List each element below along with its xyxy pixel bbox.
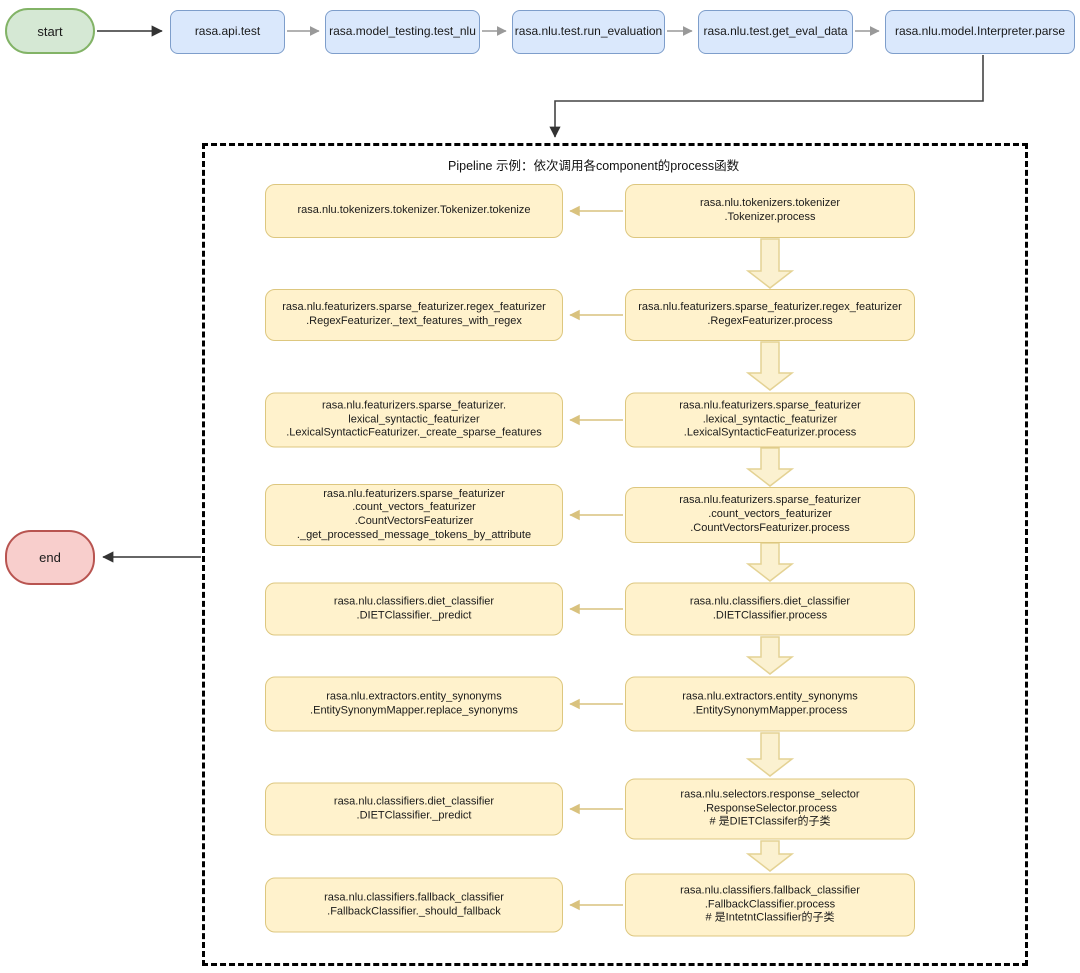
- pipeline-process-node-row3: rasa.nlu.featurizers.sparse_featurizer .…: [625, 392, 915, 448]
- node-rasa-model-testing-test-nlu: rasa.model_testing.test_nlu: [325, 10, 480, 54]
- start-node: start: [5, 8, 95, 54]
- pipeline-impl-node-row2: rasa.nlu.featurizers.sparse_featurizer.r…: [265, 289, 563, 341]
- pipeline-impl-node-row6: rasa.nlu.extractors.entity_synonyms .Ent…: [265, 676, 563, 732]
- end-node: end: [5, 530, 95, 585]
- pipeline-container: Pipeline 示例：依次调用各component的process函数: [202, 143, 1028, 966]
- node-rasa-nlu-test-get-eval-data: rasa.nlu.test.get_eval_data: [698, 10, 853, 54]
- pipeline-impl-node-row4: rasa.nlu.featurizers.sparse_featurizer .…: [265, 484, 563, 546]
- pipeline-title: Pipeline 示例：依次调用各component的process函数: [448, 159, 740, 173]
- pipeline-impl-node-row1: rasa.nlu.tokenizers.tokenizer.Tokenizer.…: [265, 184, 563, 238]
- pipeline-impl-node-row5: rasa.nlu.classifiers.diet_classifier .DI…: [265, 582, 563, 636]
- node-rasa-nlu-test-run-evaluation: rasa.nlu.test.run_evaluation: [512, 10, 665, 54]
- node-rasa-nlu-model-interpreter-parse: rasa.nlu.model.Interpreter.parse: [885, 10, 1075, 54]
- pipeline-process-node-row4: rasa.nlu.featurizers.sparse_featurizer .…: [625, 487, 915, 543]
- node-rasa-api-test: rasa.api.test: [170, 10, 285, 54]
- pipeline-process-node-row5: rasa.nlu.classifiers.diet_classifier .DI…: [625, 582, 915, 636]
- pipeline-impl-node-row8: rasa.nlu.classifiers.fallback_classifier…: [265, 877, 563, 933]
- arrow-interpreter-to-pipeline: [549, 55, 984, 138]
- pipeline-process-node-row8: rasa.nlu.classifiers.fallback_classifier…: [625, 873, 915, 937]
- pipeline-process-node-row1: rasa.nlu.tokenizers.tokenizer .Tokenizer…: [625, 184, 915, 238]
- pipeline-process-node-row2: rasa.nlu.featurizers.sparse_featurizer.r…: [625, 289, 915, 341]
- pipeline-impl-node-row3: rasa.nlu.featurizers.sparse_featurizer. …: [265, 392, 563, 448]
- pipeline-process-node-row6: rasa.nlu.extractors.entity_synonyms .Ent…: [625, 676, 915, 732]
- pipeline-process-node-row7: rasa.nlu.selectors.response_selector .Re…: [625, 778, 915, 840]
- pipeline-impl-node-row7: rasa.nlu.classifiers.diet_classifier .DI…: [265, 782, 563, 836]
